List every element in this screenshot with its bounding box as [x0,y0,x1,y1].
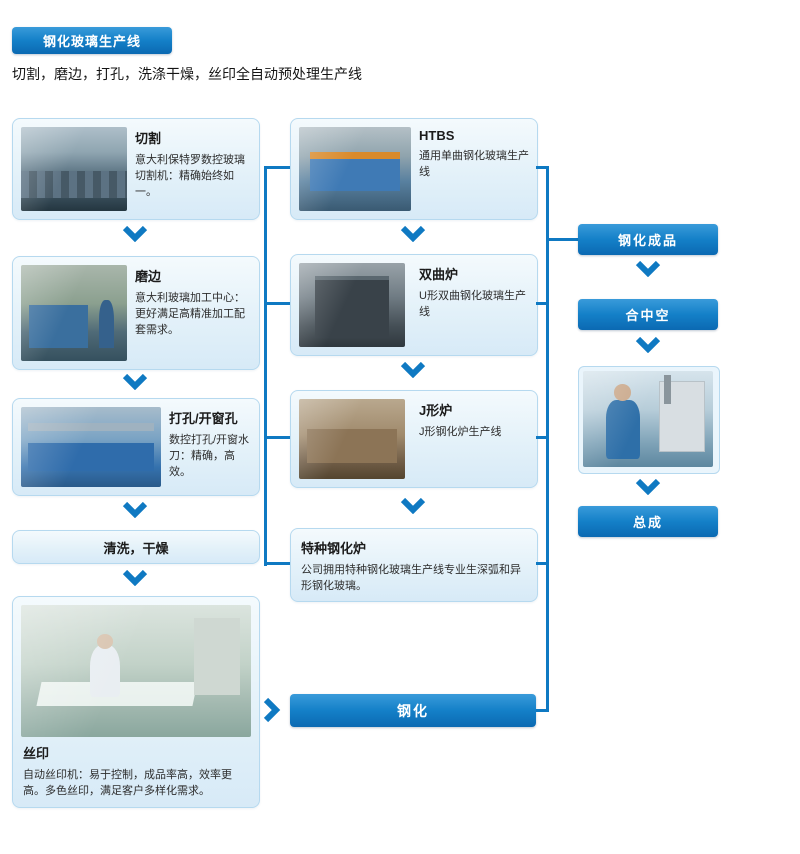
connector-line [264,562,290,565]
card-title: 特种钢化炉 [301,541,367,556]
flow-arrow-down-icon [400,498,426,514]
tempering-button[interactable]: 钢化 [290,694,536,727]
flow-arrow-down-icon [635,337,661,353]
j-furnace-photo [299,399,405,479]
card-washing: 清洗，干燥 [12,530,260,564]
card-desc: 意大利玻璃加工中心：更好满足高精准加工配套需求。 [135,292,245,336]
card-double-curve: 双曲炉 U形双曲钢化玻璃生产线 [290,254,538,356]
photo-detail [36,681,199,706]
photo-detail [21,170,127,198]
flow-arrow-down-icon [400,362,426,378]
card-silkprint: 丝印 自动丝印机：易于控制，成品率高，效率更高。多色丝印，满足客户多样化需求。 [12,596,260,808]
flow-arrow-down-icon [122,226,148,242]
photo-detail [606,399,641,460]
photo-detail [28,443,154,471]
card-desc: J形钢化炉生产线 [419,426,502,438]
connector-line [264,166,290,169]
connector-line [264,302,290,305]
photo-detail [99,299,115,348]
photo-detail [314,275,390,339]
card-desc: 数控打孔/开窗水刀：精确，高效。 [169,434,250,478]
card-title: 双曲炉 [419,267,459,282]
flow-arrow-down-icon [635,479,661,495]
card-title: HTBS [419,128,455,143]
card-drilling: 打孔/开窗孔 数控打孔/开窗水刀：精确，高效。 [12,398,260,496]
photo-detail [614,384,632,401]
photo-detail [96,634,113,649]
card-title: 切割 [135,131,162,146]
htbs-photo [299,127,411,211]
flow-arrow-down-icon [400,226,426,242]
photo-detail [310,152,400,159]
connector-line [264,436,290,439]
card-title: 清洗，干燥 [103,540,169,556]
connector-line [546,238,578,241]
flow-arrow-down-icon [122,502,148,518]
card-title: J形炉 [419,403,453,418]
photo-detail [90,644,120,698]
connector-line [264,166,267,566]
card-j-furnace: J形炉 J形钢化炉生产线 [290,390,538,488]
card-title: 丝印 [23,746,50,761]
card-desc: U形双曲钢化玻璃生产线 [419,290,526,318]
card-special-furnace: 特种钢化炉 公司拥用特种钢化玻璃生产线专业生深弧和异形钢化玻璃。 [290,528,538,602]
card-desc: 自动丝印机：易于控制，成品率高，效率更高。多色丝印，满足客户多样化需求。 [23,769,232,797]
finished-product-button[interactable]: 钢化成品 [578,224,718,255]
insulating-glass-button[interactable]: 合中空 [578,299,718,330]
connector-line [536,709,549,712]
card-desc: 意大利保特罗数控玻璃切割机：精确始终如一。 [135,154,245,198]
card-desc: 公司拥用特种钢化玻璃生产线专业生深弧和异形钢化玻璃。 [301,564,521,592]
photo-detail [659,380,706,452]
assembly-photo-card [578,366,720,474]
subtitle: 切割，磨边，打孔，洗涤干燥，丝印全自动预处理生产线 [12,66,362,82]
card-title: 打孔/开窗孔 [169,411,238,426]
photo-detail [28,423,154,431]
connector-line [536,562,549,565]
connector-line [536,166,549,169]
flow-arrow-down-icon [635,261,661,277]
connector-line [536,436,549,439]
silkprint-photo [21,605,251,737]
card-cutting: 切割 意大利保特罗数控玻璃切割机：精确始终如一。 [12,118,260,220]
double-curve-photo [299,263,405,347]
drilling-photo [21,407,161,487]
flow-arrow-right-icon [263,697,281,723]
photo-detail [29,305,88,348]
card-htbs: HTBS 通用单曲钢化玻璃生产线 [290,118,538,220]
flow-arrow-down-icon [122,570,148,586]
card-edging: 磨边 意大利玻璃加工中心：更好满足高精准加工配套需求。 [12,256,260,370]
page-title-badge: 钢化玻璃生产线 [12,27,172,54]
card-title: 磨边 [135,269,162,284]
flow-arrow-down-icon [122,374,148,390]
photo-detail [193,618,240,695]
cutting-photo [21,127,127,211]
assembly-worker-photo [583,371,713,467]
photo-detail [307,429,397,463]
photo-detail [663,374,672,404]
photo-detail [310,158,400,191]
connector-line [536,302,549,305]
connector-line [546,166,549,712]
edging-photo [21,265,127,361]
card-desc: 通用单曲钢化玻璃生产线 [419,150,529,178]
assembly-button[interactable]: 总成 [578,506,718,537]
